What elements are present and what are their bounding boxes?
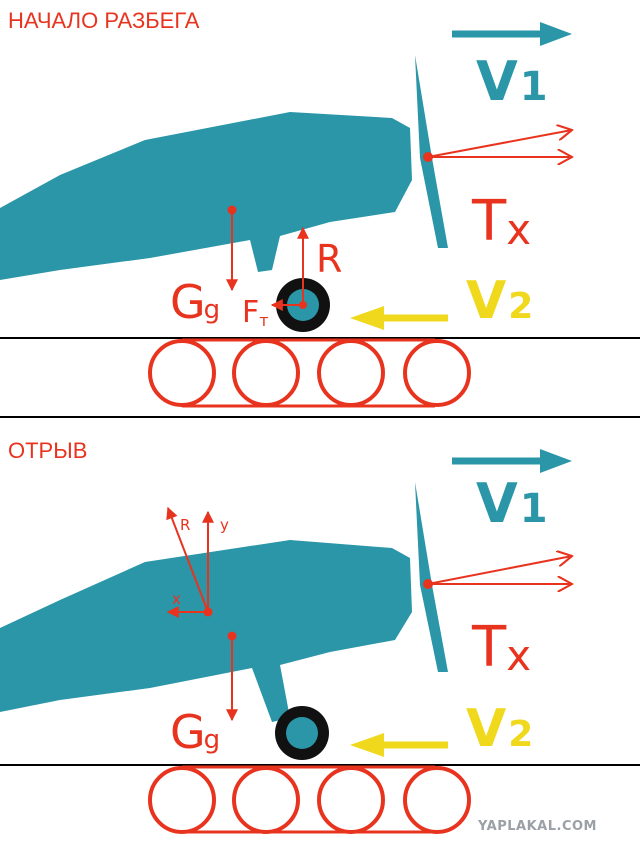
- belt-wheel: [232, 766, 300, 834]
- v2-arrow: [350, 733, 448, 757]
- gravity-label: Gg: [170, 275, 220, 329]
- v1-arrow: [452, 22, 572, 46]
- belt-wheel: [148, 766, 216, 834]
- propeller: [415, 482, 448, 672]
- belt-wheel: [317, 339, 385, 407]
- thrust-arrows: [423, 556, 572, 589]
- thrust-label: Tx: [471, 615, 531, 680]
- belt-wheel: [317, 766, 385, 834]
- coordinate-axes: [166, 506, 214, 618]
- watermark: YAPLAKAL.COM: [477, 819, 597, 834]
- reaction-label: R: [316, 237, 342, 281]
- axis-y-label: y: [220, 516, 229, 534]
- gravity-arrow: [226, 631, 238, 722]
- v2-label: V2: [466, 699, 533, 759]
- axis-r-label: R: [180, 516, 190, 534]
- axis-x-label: x: [172, 590, 181, 608]
- panel-top-title: НАЧАЛО РАЗБЕГА: [8, 8, 200, 33]
- v2-label: V2: [466, 271, 533, 331]
- v1-label: V1: [476, 472, 548, 535]
- fuselage: [0, 112, 412, 280]
- v1-label: V1: [476, 50, 548, 113]
- belt-wheel: [403, 339, 471, 407]
- thrust-label: Tx: [471, 189, 531, 254]
- conveyor-belt: [148, 765, 471, 834]
- gravity-arrow: [226, 205, 238, 292]
- fuselage: [0, 540, 412, 722]
- panel-bottom: ОТРЫВ V1 Tx: [0, 438, 640, 834]
- belt-wheel: [403, 766, 471, 834]
- propeller: [415, 55, 448, 248]
- panel-bottom-title: ОТРЫВ: [8, 438, 87, 463]
- wheel-hub: [286, 717, 318, 749]
- panel-top: НАЧАЛО РАЗБЕГА V1: [0, 8, 640, 418]
- v1-arrow: [452, 449, 572, 473]
- belt-wheel: [148, 339, 216, 407]
- belt-wheel: [232, 339, 300, 407]
- gravity-label: Gg: [170, 705, 220, 759]
- airplane: [0, 482, 448, 760]
- friction-label: Fт: [242, 295, 269, 330]
- conveyor-belt: [148, 338, 471, 408]
- airplane: [0, 55, 448, 332]
- v2-arrow: [350, 306, 448, 330]
- thrust-arrows: [423, 130, 572, 162]
